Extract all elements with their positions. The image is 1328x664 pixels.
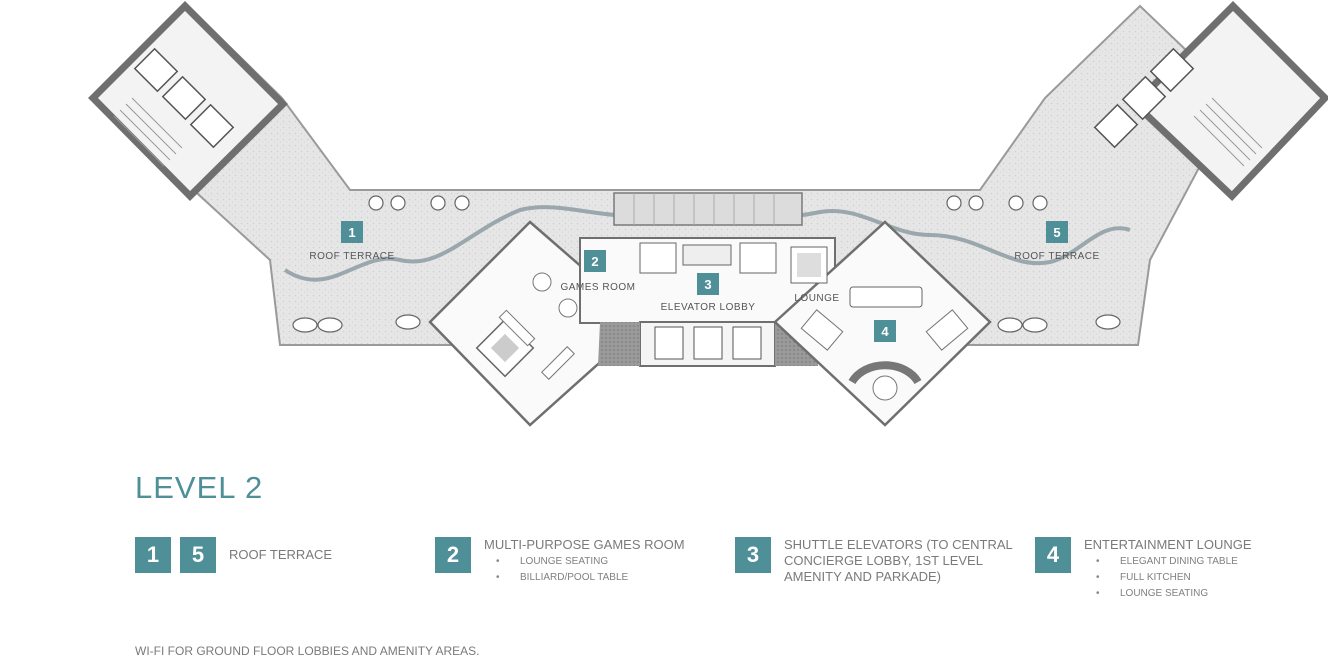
games-room <box>428 220 647 427</box>
legend-badge-2: 2 <box>435 537 471 573</box>
plan-label-lounge: LOUNGE <box>794 293 839 304</box>
legend-lounge-title: ENTERTAINMENT LOUNGE <box>1084 537 1252 552</box>
plan-badge-4: 4 <box>874 320 896 342</box>
plan-badge-1: 1 <box>341 221 363 243</box>
stair-tower-left <box>88 1 288 201</box>
plan-badge-2: 2 <box>584 250 606 272</box>
plan-badge-3: 3 <box>697 273 719 295</box>
legend-badge-4: 4 <box>1035 537 1071 573</box>
svg-text:4: 4 <box>881 324 889 339</box>
plan-label-roof-terrace-left: ROOF TERRACE <box>309 251 394 262</box>
skylight <box>613 192 803 226</box>
footnote: WI-FI FOR GROUND FLOOR LOBBIES AND AMENI… <box>135 644 480 658</box>
legend-item: ELEGANT DINING TABLE <box>1096 554 1238 570</box>
plan-label-games-room: GAMES ROOM <box>560 282 635 293</box>
terrace-furniture <box>292 195 1121 333</box>
legend-games-room-items: LOUNGE SEATING BILLIARD/POOL TABLE <box>496 554 628 586</box>
legend-lounge-items: ELEGANT DINING TABLE FULL KITCHEN LOUNGE… <box>1096 554 1238 602</box>
plan-label-roof-terrace-right: ROOF TERRACE <box>1014 251 1099 262</box>
stair-tower-right <box>1093 1 1328 201</box>
floor-plan: 1 2 3 4 5 ROOF TERRACE ROOF TERRACE GAME… <box>88 1 1328 427</box>
legend-roof-terrace-title: ROOF TERRACE <box>229 547 333 562</box>
plan-badge-5: 5 <box>1046 221 1068 243</box>
legend-item: LOUNGE SEATING <box>1096 586 1238 602</box>
plan-label-elevator-lobby: ELEVATOR LOBBY <box>661 302 756 313</box>
level-title: LEVEL 2 <box>135 470 264 505</box>
legend-item: BILLIARD/POOL TABLE <box>496 570 628 586</box>
legend-elevators-title: SHUTTLE ELEVATORS (TO CENTRAL CONCIERGE … <box>784 537 1013 584</box>
legend-games-room-title: MULTI-PURPOSE GAMES ROOM <box>484 537 685 552</box>
svg-text:2: 2 <box>591 254 598 269</box>
svg-text:5: 5 <box>1053 225 1060 240</box>
legend-badge-3: 3 <box>735 537 771 573</box>
legend-badge-1: 1 <box>135 537 171 573</box>
svg-text:3: 3 <box>704 277 711 292</box>
legend-badge-5: 5 <box>180 537 216 573</box>
legend-item: LOUNGE SEATING <box>496 554 628 570</box>
legend-item: FULL KITCHEN <box>1096 570 1238 586</box>
svg-text:1: 1 <box>348 225 355 240</box>
